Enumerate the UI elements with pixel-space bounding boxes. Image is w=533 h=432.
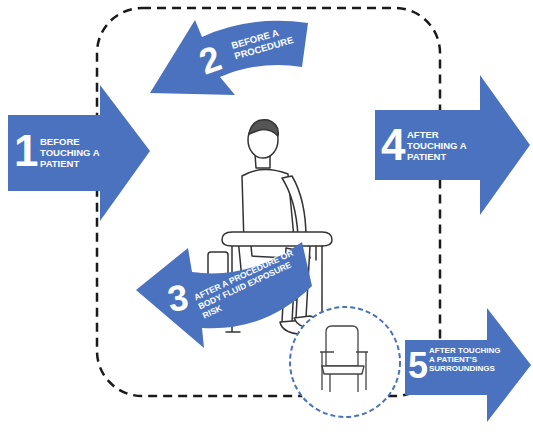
surroundings-chair: [320, 326, 368, 392]
moment-arrow: 1BEFORE TOUCHING A PATIENT: [8, 85, 150, 221]
chair-frame: [320, 352, 368, 392]
moment-number: 4: [381, 123, 411, 167]
arrow-outline: [375, 75, 530, 215]
moment-label: AFTER TOUCHING A PATIENT: [407, 130, 471, 163]
arrow-outline: [150, 20, 308, 95]
chair-back: [326, 326, 358, 366]
patient-hair: [249, 120, 278, 136]
moment-arrow: 4AFTER TOUCHING A PATIENT: [375, 75, 530, 215]
moment-arrow: 5AFTER TOUCHING A PATIENT'S SURROUNDINGS: [405, 308, 531, 422]
moment-arrow: 2BEFORE A PROCEDURE: [140, 15, 310, 115]
moment-number: 1: [14, 129, 44, 173]
moment-arrow: 3AFTER A PROCEDURE OR BODY FLUID EXPOSUR…: [130, 240, 315, 350]
arrow-outline: [8, 85, 150, 221]
surroundings-circle: [290, 307, 400, 417]
chair-armrest: [222, 232, 332, 246]
chair-seat: [322, 366, 364, 374]
arrow-outline: [136, 242, 312, 348]
patient-arm: [282, 176, 306, 238]
moment-number: 5: [408, 348, 430, 384]
moment-label: AFTER TOUCHING A PATIENT'S SURROUNDINGS: [429, 346, 505, 374]
arrow-outline: [405, 308, 531, 422]
moment-label: BEFORE TOUCHING A PATIENT: [40, 137, 104, 170]
